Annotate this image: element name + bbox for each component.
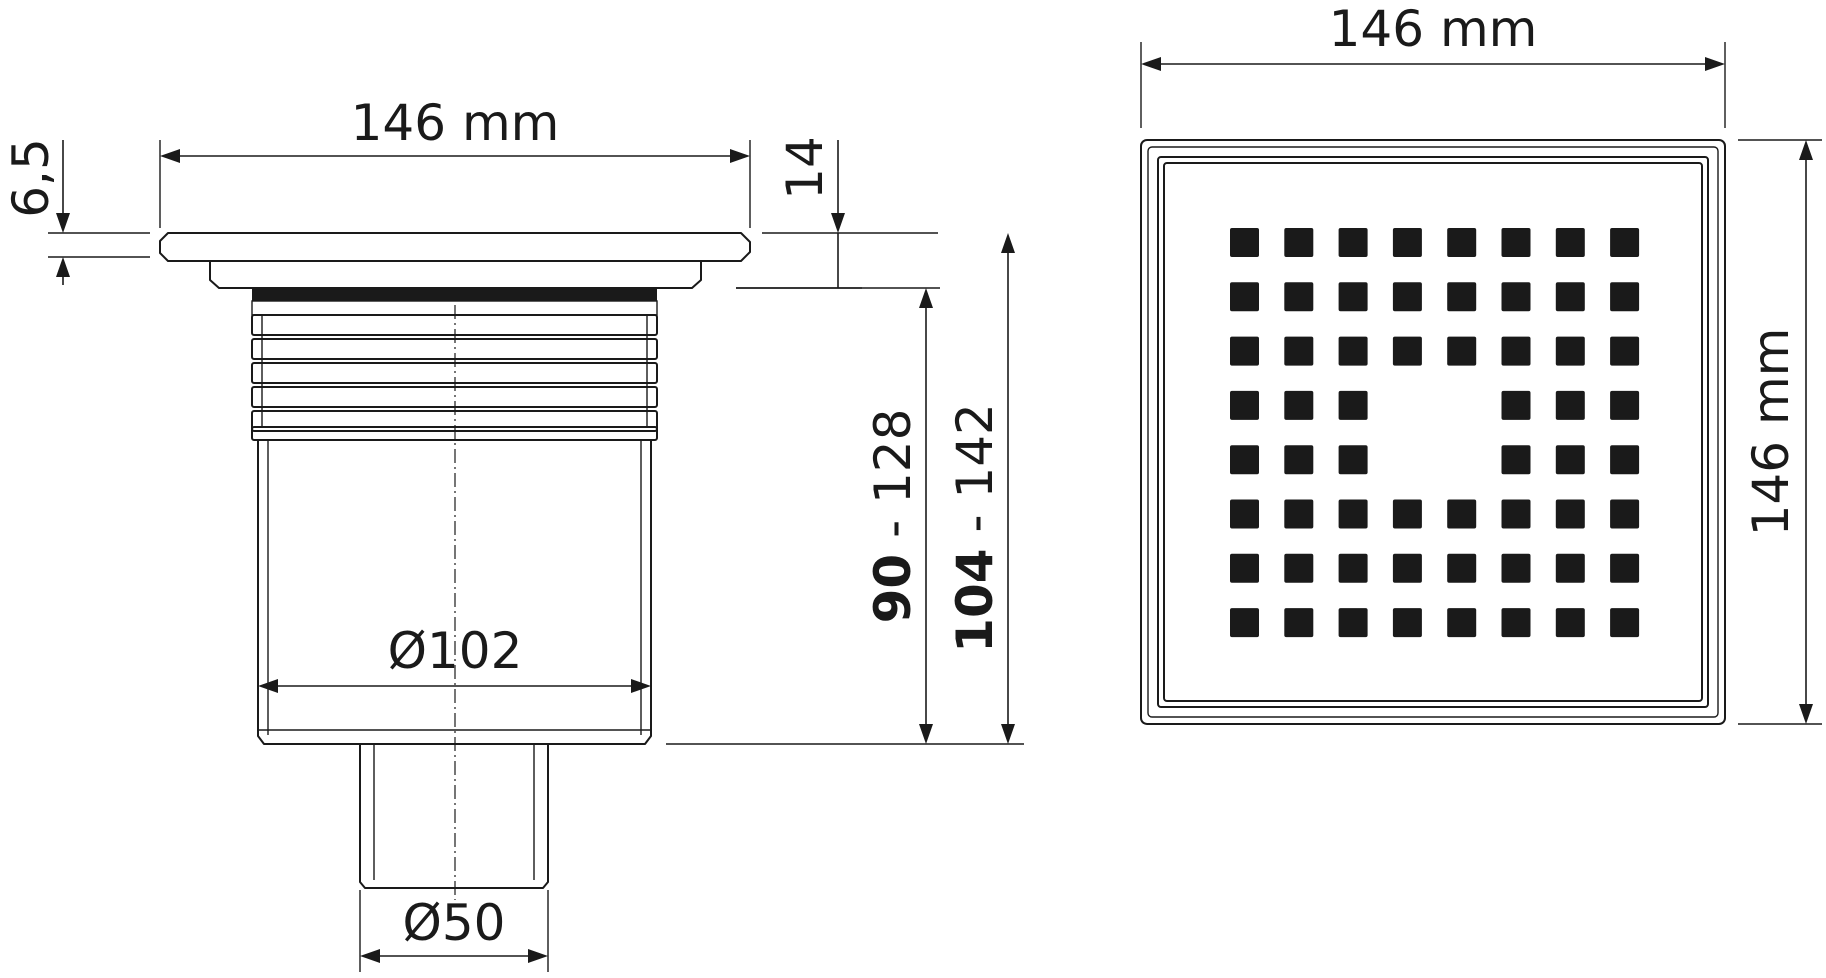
height-range-2-min: 104 xyxy=(946,548,1004,652)
grate-slot xyxy=(1501,282,1531,312)
outlet-diameter-dimension: Ø50 xyxy=(359,890,549,972)
grate-slot xyxy=(1610,336,1640,366)
grate-slot xyxy=(1230,336,1259,366)
grate-height-label: 14 xyxy=(776,136,834,200)
grate-slot xyxy=(1447,553,1477,583)
slot-grid xyxy=(1230,228,1640,638)
grate-slot xyxy=(1555,445,1585,475)
grate-slot xyxy=(1338,336,1368,366)
grate-slot xyxy=(1284,499,1314,529)
grate-slot xyxy=(1284,336,1314,366)
grate-slot xyxy=(1392,499,1422,529)
seal-band xyxy=(252,289,657,301)
flange-dimension: 6,5 xyxy=(2,138,150,285)
height-range-2-dimension: 104 - 142 xyxy=(946,233,1015,744)
grate-slot xyxy=(1230,228,1259,257)
grate-slot xyxy=(1284,608,1314,638)
grate-slot xyxy=(1284,282,1314,312)
height-range-2-max: - 142 xyxy=(946,403,1004,548)
grate-slot xyxy=(1338,608,1368,638)
top-height-label: 146 mm xyxy=(1742,328,1800,537)
outer-frame xyxy=(1140,139,1726,725)
grate-slot xyxy=(1555,499,1585,529)
grate-slot xyxy=(1338,282,1368,312)
height-range-1-dimension: 90 - 128 xyxy=(736,287,940,744)
grate-slot xyxy=(1555,282,1585,312)
grate-slot xyxy=(1338,553,1368,583)
side-width-dimension: 146 mm xyxy=(159,94,751,228)
grate-slot xyxy=(1338,499,1368,529)
outlet-pipe xyxy=(359,743,549,889)
grate-slot xyxy=(1501,228,1531,257)
outlet-diameter-label: Ø50 xyxy=(403,894,506,952)
grate-slot xyxy=(1610,608,1640,638)
frame-collar xyxy=(209,260,702,289)
body-diameter-dimension: Ø102 xyxy=(258,622,651,693)
grate-slot xyxy=(1338,445,1368,475)
top-width-dimension: 146 mm xyxy=(1140,0,1726,128)
grate-slot xyxy=(1610,553,1640,583)
grate-slot xyxy=(1230,499,1259,529)
height-range-2-label: 104 - 142 xyxy=(946,403,1004,653)
flange-label: 6,5 xyxy=(2,138,60,218)
side-view: 146 mm 6,5 14 Ø102 xyxy=(2,94,1024,972)
grate-slot xyxy=(1338,228,1368,257)
body-diameter-label: Ø102 xyxy=(388,622,523,680)
height-range-1-min: 90 xyxy=(864,554,922,624)
top-height-dimension: 146 mm xyxy=(1738,139,1822,725)
grate-slot xyxy=(1501,336,1531,366)
height-range-1-max: - 128 xyxy=(864,409,922,554)
top-view: 146 mm 146 mm xyxy=(1140,0,1822,725)
grate-slot xyxy=(1230,608,1259,638)
height-range-1-label: 90 - 128 xyxy=(864,409,922,624)
grate-slot xyxy=(1501,608,1531,638)
side-width-label: 146 mm xyxy=(351,94,560,152)
grate-slot xyxy=(1610,228,1640,257)
grate-slot xyxy=(1610,499,1640,529)
inner-frame xyxy=(1157,156,1709,708)
grate-surface xyxy=(1163,162,1703,702)
grate-plate xyxy=(159,232,751,262)
grate-slot xyxy=(1284,228,1314,257)
grate-slot xyxy=(1447,336,1477,366)
grate-slot xyxy=(1230,282,1259,312)
grate-slot xyxy=(1230,445,1259,475)
grate-slot xyxy=(1392,228,1422,257)
grate-slot xyxy=(1338,390,1368,420)
grate-slot xyxy=(1610,390,1640,420)
grate-slot xyxy=(1284,553,1314,583)
grate-slot xyxy=(1447,608,1477,638)
grate-slot xyxy=(1501,553,1531,583)
grate-slot xyxy=(1392,336,1422,366)
grate-slot xyxy=(1555,608,1585,638)
grate-slot xyxy=(1610,445,1640,475)
grate-slot xyxy=(1447,228,1477,257)
grate-slot xyxy=(1392,282,1422,312)
grate-slot xyxy=(1555,390,1585,420)
top-width-label: 146 mm xyxy=(1329,0,1538,58)
grate-slot xyxy=(1392,553,1422,583)
grate-slot xyxy=(1555,553,1585,583)
grate-slot xyxy=(1555,336,1585,366)
grate-slot xyxy=(1284,390,1314,420)
grate-slot xyxy=(1501,499,1531,529)
grate-height-dimension: 14 xyxy=(736,136,938,289)
grate-slot xyxy=(1284,445,1314,475)
grate-slot xyxy=(1501,445,1531,475)
grate-slot xyxy=(1392,608,1422,638)
grate-slot xyxy=(1610,282,1640,312)
grate-slot xyxy=(1230,390,1259,420)
grate-slot xyxy=(1447,499,1477,529)
grate-slot xyxy=(1230,553,1259,583)
grate-slot xyxy=(1447,282,1477,312)
grate-slot xyxy=(1555,228,1585,257)
grate-slot xyxy=(1501,390,1531,420)
